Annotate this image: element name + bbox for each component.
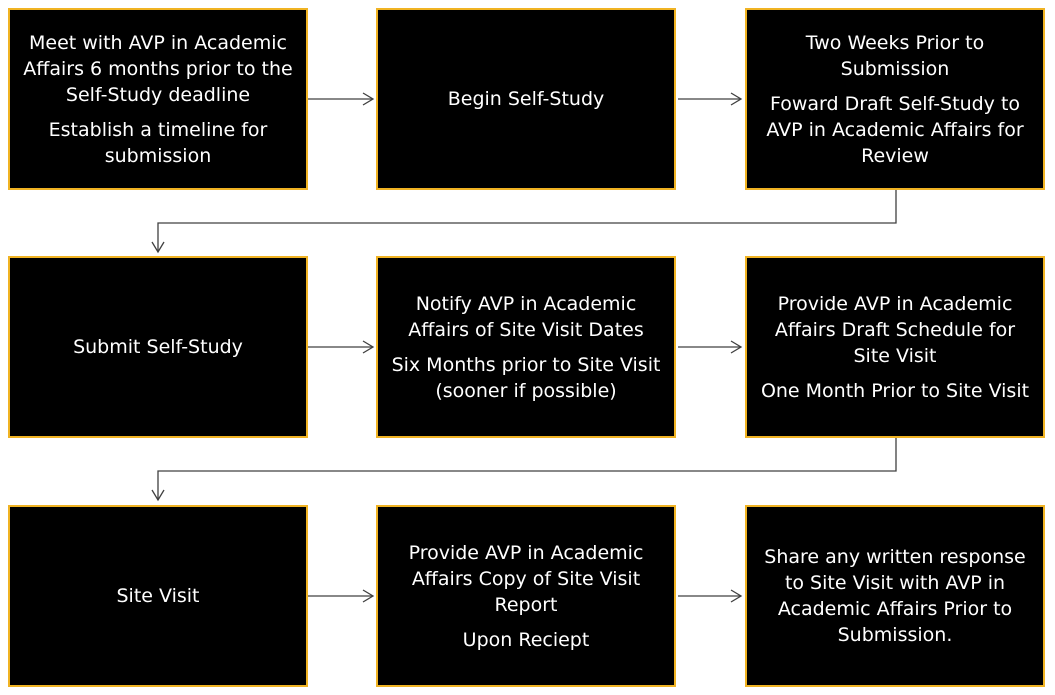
step-notify-site-visit-timing: Six Months prior to Site Visit (sooner i…	[391, 353, 661, 402]
step-meet-avp-text: Meet with AVP in Academic Affairs 6 mont…	[23, 31, 293, 106]
step-meet-avp: Meet with AVP in Academic Affairs 6 mont…	[8, 8, 308, 190]
step-draft-schedule-timing: One Month Prior to Site Visit	[760, 379, 1030, 402]
arrow-schedule-to-sitevisit	[151, 438, 897, 502]
step-submit-self-study: Submit Self-Study	[8, 256, 308, 438]
arrow-forward-to-submit	[151, 190, 897, 254]
step-site-visit-report: Provide AVP in Academic Affairs Copy of …	[376, 505, 676, 687]
step-draft-schedule-text: Provide AVP in Academic Affairs Draft Sc…	[774, 292, 1016, 367]
step-forward-draft-text: Foward Draft Self-Study to AVP in Academ…	[766, 92, 1024, 167]
step-notify-site-visit-text: Notify AVP in Academic Affairs of Site V…	[408, 292, 644, 341]
step-share-response: Share any written response to Site Visit…	[745, 505, 1045, 687]
step-draft-schedule: Provide AVP in Academic Affairs Draft Sc…	[745, 256, 1045, 438]
step-site-visit-report-timing: Upon Reciept	[462, 628, 590, 651]
step-site-visit: Site Visit	[8, 505, 308, 687]
step-site-visit-report-text: Provide AVP in Academic Affairs Copy of …	[408, 541, 644, 616]
step-site-visit-text: Site Visit	[116, 585, 200, 607]
step-notify-site-visit: Notify AVP in Academic Affairs of Site V…	[376, 256, 676, 438]
step-meet-avp-subtext: Establish a timeline for submission	[48, 118, 268, 167]
step-begin-self-study: Begin Self-Study	[376, 8, 676, 190]
step-begin-self-study-text: Begin Self-Study	[447, 88, 605, 110]
step-forward-draft: Two Weeks Prior to Submission Foward Dra…	[745, 8, 1045, 190]
step-share-response-text: Share any written response to Site Visit…	[764, 546, 1026, 646]
step-submit-self-study-text: Submit Self-Study	[73, 336, 243, 358]
step-forward-draft-timing: Two Weeks Prior to Submission	[805, 31, 985, 80]
